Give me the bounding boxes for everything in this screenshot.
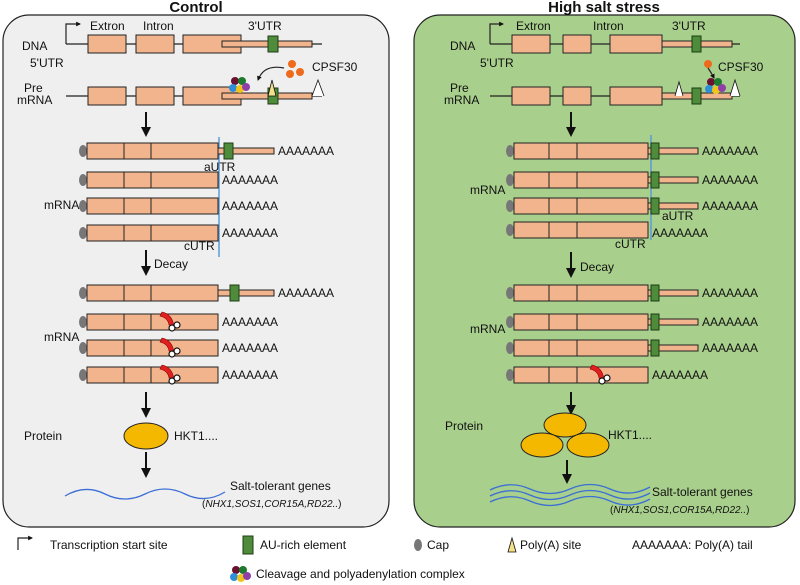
autr-label-stress: aUTR	[662, 209, 694, 223]
transcription-start-arrow-icon	[65, 21, 81, 44]
wave-control	[64, 488, 226, 500]
control-mrna-decay-1	[79, 311, 219, 332]
polya-tail-8: AAAAAAA	[222, 368, 278, 382]
control-dna-gene	[65, 21, 322, 54]
utr3-label: 3'UTR	[248, 19, 282, 33]
legend-cap-icon	[414, 539, 422, 551]
pre-mrna-label-stress: mRNA	[444, 93, 479, 107]
control-mrna-decay-3	[79, 364, 219, 385]
stress-pre-mrna	[490, 78, 741, 106]
utr5-label-stress: 5'UTR	[480, 56, 514, 70]
extron-label-stress: Extron	[516, 19, 551, 33]
autr-label-control: aUTR	[204, 160, 236, 174]
legend-complex-icon	[230, 566, 251, 582]
polya-tail-s2: AAAAAAA	[702, 173, 758, 187]
legend-polya-site-icon	[507, 536, 517, 553]
dna-label-stress: DNA	[450, 39, 475, 53]
decay-label-stress: Decay	[580, 260, 614, 274]
protein-label-control: Protein	[24, 429, 62, 443]
control-mrna-stable	[79, 284, 275, 302]
control-mrna-decay-2	[79, 337, 219, 358]
stress-mrna-decay	[506, 364, 649, 385]
control-mrna-4	[79, 224, 219, 242]
polya-tail-s5: AAAAAAA	[702, 286, 758, 300]
stress-mrna-stable-2	[506, 313, 699, 331]
cpsf30-label: CPSF30	[312, 60, 358, 74]
polya-tail-7: AAAAAAA	[222, 341, 278, 355]
polya-tail-s1: AAAAAAA	[702, 144, 758, 158]
polya-tail-3: AAAAAAA	[222, 199, 278, 213]
stress-mrna-4	[506, 221, 649, 239]
intron-label: Intron	[143, 19, 174, 33]
cap-icon	[79, 145, 87, 157]
gene-list-control: (NHX1,SOS1,COR15A,RD22..)	[202, 499, 342, 510]
legend-cap-text: Cap	[427, 538, 449, 552]
protein-icons-stress	[520, 412, 610, 458]
legend-tss-icon	[17, 535, 33, 550]
cutr-label-stress: cUTR	[615, 237, 646, 251]
polya-tail-5: AAAAAAA	[278, 286, 334, 300]
polya-site-icon	[267, 79, 277, 97]
legend-polya-tail-text: AAAAAAA: Poly(A) tail	[632, 538, 753, 552]
salt-genes-label-stress: Salt-tolerant genes	[652, 485, 753, 499]
stress-mrna-3	[506, 197, 699, 215]
cpsf30-label-stress: CPSF30	[718, 60, 764, 74]
stress-mrna-2	[506, 171, 699, 189]
decay-label-control: Decay	[154, 257, 188, 271]
protein-label-stress: Protein	[445, 419, 483, 433]
control-mrna-2	[79, 171, 219, 189]
protein-icon-control	[123, 422, 169, 450]
stress-mrna-stable-3	[506, 339, 699, 357]
stress-title: High salt stress	[548, 0, 660, 16]
legend-complex-text: Cleavage and polyadenylation complex	[256, 567, 465, 581]
stress-panel	[413, 14, 796, 528]
salt-genes-label-control: Salt-tolerant genes	[230, 479, 331, 493]
mrna-label-control-2: mRNA	[44, 330, 79, 344]
hkt1-label-stress: HKT1....	[608, 428, 652, 442]
polya-tail-2: AAAAAAA	[222, 173, 278, 187]
legend-polya-site-text: Poly(A) site	[520, 538, 582, 552]
wave-stress-1	[489, 483, 651, 495]
polya-tail-1: AAAAAAA	[278, 144, 334, 158]
cutr-label-control: cUTR	[184, 239, 215, 253]
stress-mrna-1	[506, 142, 699, 160]
polya-tail-s6: AAAAAAA	[702, 315, 758, 329]
control-mrna-1	[79, 142, 275, 160]
cpsf30-icon-stress	[704, 60, 712, 68]
cpsf30-icon	[286, 60, 304, 78]
intron-label-stress: Intron	[593, 19, 624, 33]
gene-list-stress: (NHX1,SOS1,COR15A,RD22..)	[610, 505, 750, 516]
polya-tail-4: AAAAAAA	[222, 226, 278, 240]
polya-tail-s7: AAAAAAA	[702, 341, 758, 355]
dna-label: DNA	[22, 39, 47, 53]
polya-tail-s3: AAAAAAA	[702, 199, 758, 213]
mrna-label-stress-1: mRNA	[470, 183, 505, 197]
control-title: Control	[169, 0, 222, 16]
pre-label: Pre	[24, 81, 43, 95]
hkt1-label-control: HKT1....	[174, 429, 218, 443]
control-pre-mrna	[66, 78, 325, 106]
mrna-label-stress-2: mRNA	[470, 322, 505, 336]
pre-label-stress: Pre	[450, 81, 469, 95]
au-rich-element-icon	[267, 35, 279, 53]
legend-are-icon	[242, 535, 254, 555]
utr5-label: 5'UTR	[30, 56, 64, 70]
polya-tail-s4: AAAAAAA	[652, 226, 708, 240]
utr3-label-stress: 3'UTR	[672, 19, 706, 33]
legend-tss-text: Transcription start site	[50, 538, 168, 552]
polya-tail-6: AAAAAAA	[222, 315, 278, 329]
legend: Transcription start site AU-rich element…	[17, 535, 753, 582]
stress-dna-gene	[489, 21, 740, 54]
pre-mrna-label: mRNA	[17, 93, 52, 107]
extron-label: Extron	[90, 19, 125, 33]
stress-mrna-stable-1	[506, 284, 699, 302]
mrna-label-control-1: mRNA	[44, 198, 79, 212]
control-mrna-3	[79, 197, 219, 215]
polya-tail-s8: AAAAAAA	[652, 368, 708, 382]
legend-are-text: AU-rich element	[260, 538, 347, 552]
